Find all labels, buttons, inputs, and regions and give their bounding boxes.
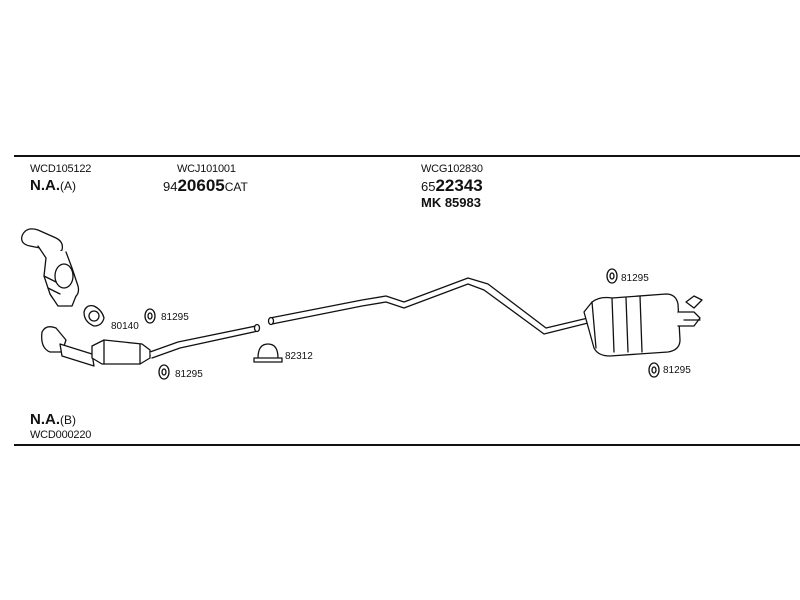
variant-b-suffix: (B) bbox=[60, 413, 76, 427]
gasket-80140-label: 80140 bbox=[111, 321, 139, 332]
cat-pn-prefix: 94 bbox=[163, 179, 178, 194]
variant-a-main: N.A. bbox=[30, 177, 60, 194]
catalytic-converter-b bbox=[41, 323, 261, 367]
cat-pn-main: 20605 bbox=[177, 176, 225, 195]
cat-pn-suffix: CAT bbox=[224, 180, 248, 194]
middle-pipe bbox=[267, 277, 589, 335]
hanger-ring-81295-a bbox=[144, 308, 156, 324]
gasket-80140 bbox=[83, 304, 105, 327]
hanger-81295-d-label: 81295 bbox=[663, 365, 691, 376]
hanger-ring-81295-d bbox=[648, 362, 660, 378]
hanger-ring-81295-b bbox=[158, 364, 170, 380]
rear-muffler bbox=[583, 293, 703, 357]
right-code: WCG102830 bbox=[421, 163, 483, 175]
rear-pn-prefix: 65 bbox=[421, 179, 436, 194]
hanger-ring-81295-c bbox=[606, 268, 618, 284]
clamp-82312-label: 82312 bbox=[285, 351, 313, 362]
variant-a-label: N.A.(A) bbox=[30, 178, 76, 194]
hanger-81295-c-label: 81295 bbox=[621, 273, 649, 284]
cat-part-number: 9420605CAT bbox=[163, 177, 248, 195]
variant-b-main: N.A. bbox=[30, 411, 60, 428]
rear-part-number: 6522343 bbox=[421, 177, 483, 195]
rear-alt-part-number: MK 85983 bbox=[421, 195, 481, 210]
middle-code: WCJ101001 bbox=[177, 163, 236, 175]
bottom-divider-line bbox=[14, 444, 800, 446]
variant-b-label: N.A.(B) bbox=[30, 412, 76, 428]
top-divider-line bbox=[14, 155, 800, 157]
catalytic-converter-a bbox=[21, 228, 80, 307]
hanger-81295-a-label: 81295 bbox=[161, 312, 189, 323]
variant-a-suffix: (A) bbox=[60, 179, 76, 193]
left-bottom-code: WCD000220 bbox=[30, 429, 92, 441]
hanger-81295-b-label: 81295 bbox=[175, 369, 203, 380]
clamp-82312 bbox=[253, 343, 283, 363]
rear-pn-main: 22343 bbox=[435, 176, 483, 195]
left-top-code: WCD105122 bbox=[30, 163, 92, 175]
